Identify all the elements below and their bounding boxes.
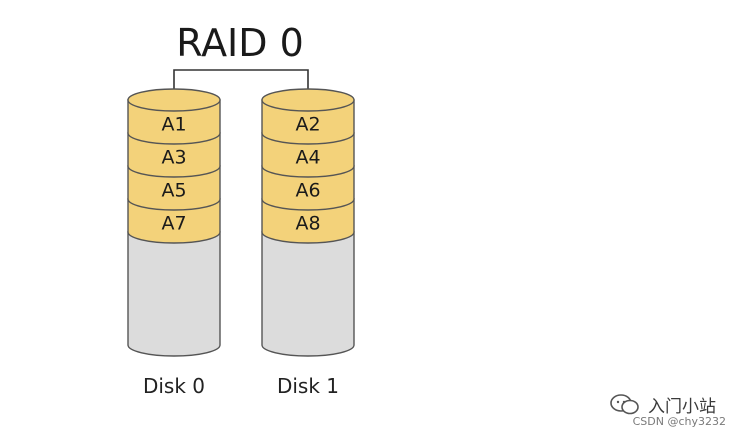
disk-block <box>261 132 355 178</box>
disk-empty-space <box>261 231 355 357</box>
connector-line <box>173 69 309 100</box>
block-label: A3 <box>161 147 186 169</box>
watermark-credit: CSDN @chy3232 <box>632 415 726 428</box>
disk-label: Disk 1 <box>277 374 339 398</box>
block-label: A2 <box>295 114 320 136</box>
disk-block <box>127 99 221 145</box>
diagram-title: RAID 0 <box>176 21 304 65</box>
disk-block <box>127 132 221 178</box>
watermark-name: 入门小站 <box>648 397 716 417</box>
disk-block <box>261 198 355 244</box>
disk-block <box>127 198 221 244</box>
disk-block <box>261 165 355 211</box>
stripe-connector <box>173 69 309 100</box>
disk-block <box>127 165 221 211</box>
disk-top <box>127 88 221 112</box>
block-label: A4 <box>295 147 320 169</box>
block-label: A8 <box>295 213 320 235</box>
block-label: A7 <box>161 213 186 235</box>
disk-label: Disk 0 <box>143 374 205 398</box>
block-label: A6 <box>295 180 320 202</box>
block-label: A1 <box>161 114 186 136</box>
block-label: A5 <box>161 180 186 202</box>
disk-top <box>261 88 355 112</box>
watermark: 入门小站 <box>610 392 716 417</box>
disk-empty-space <box>127 231 221 357</box>
disk-block <box>261 99 355 145</box>
wechat-logo-icon <box>610 393 639 414</box>
